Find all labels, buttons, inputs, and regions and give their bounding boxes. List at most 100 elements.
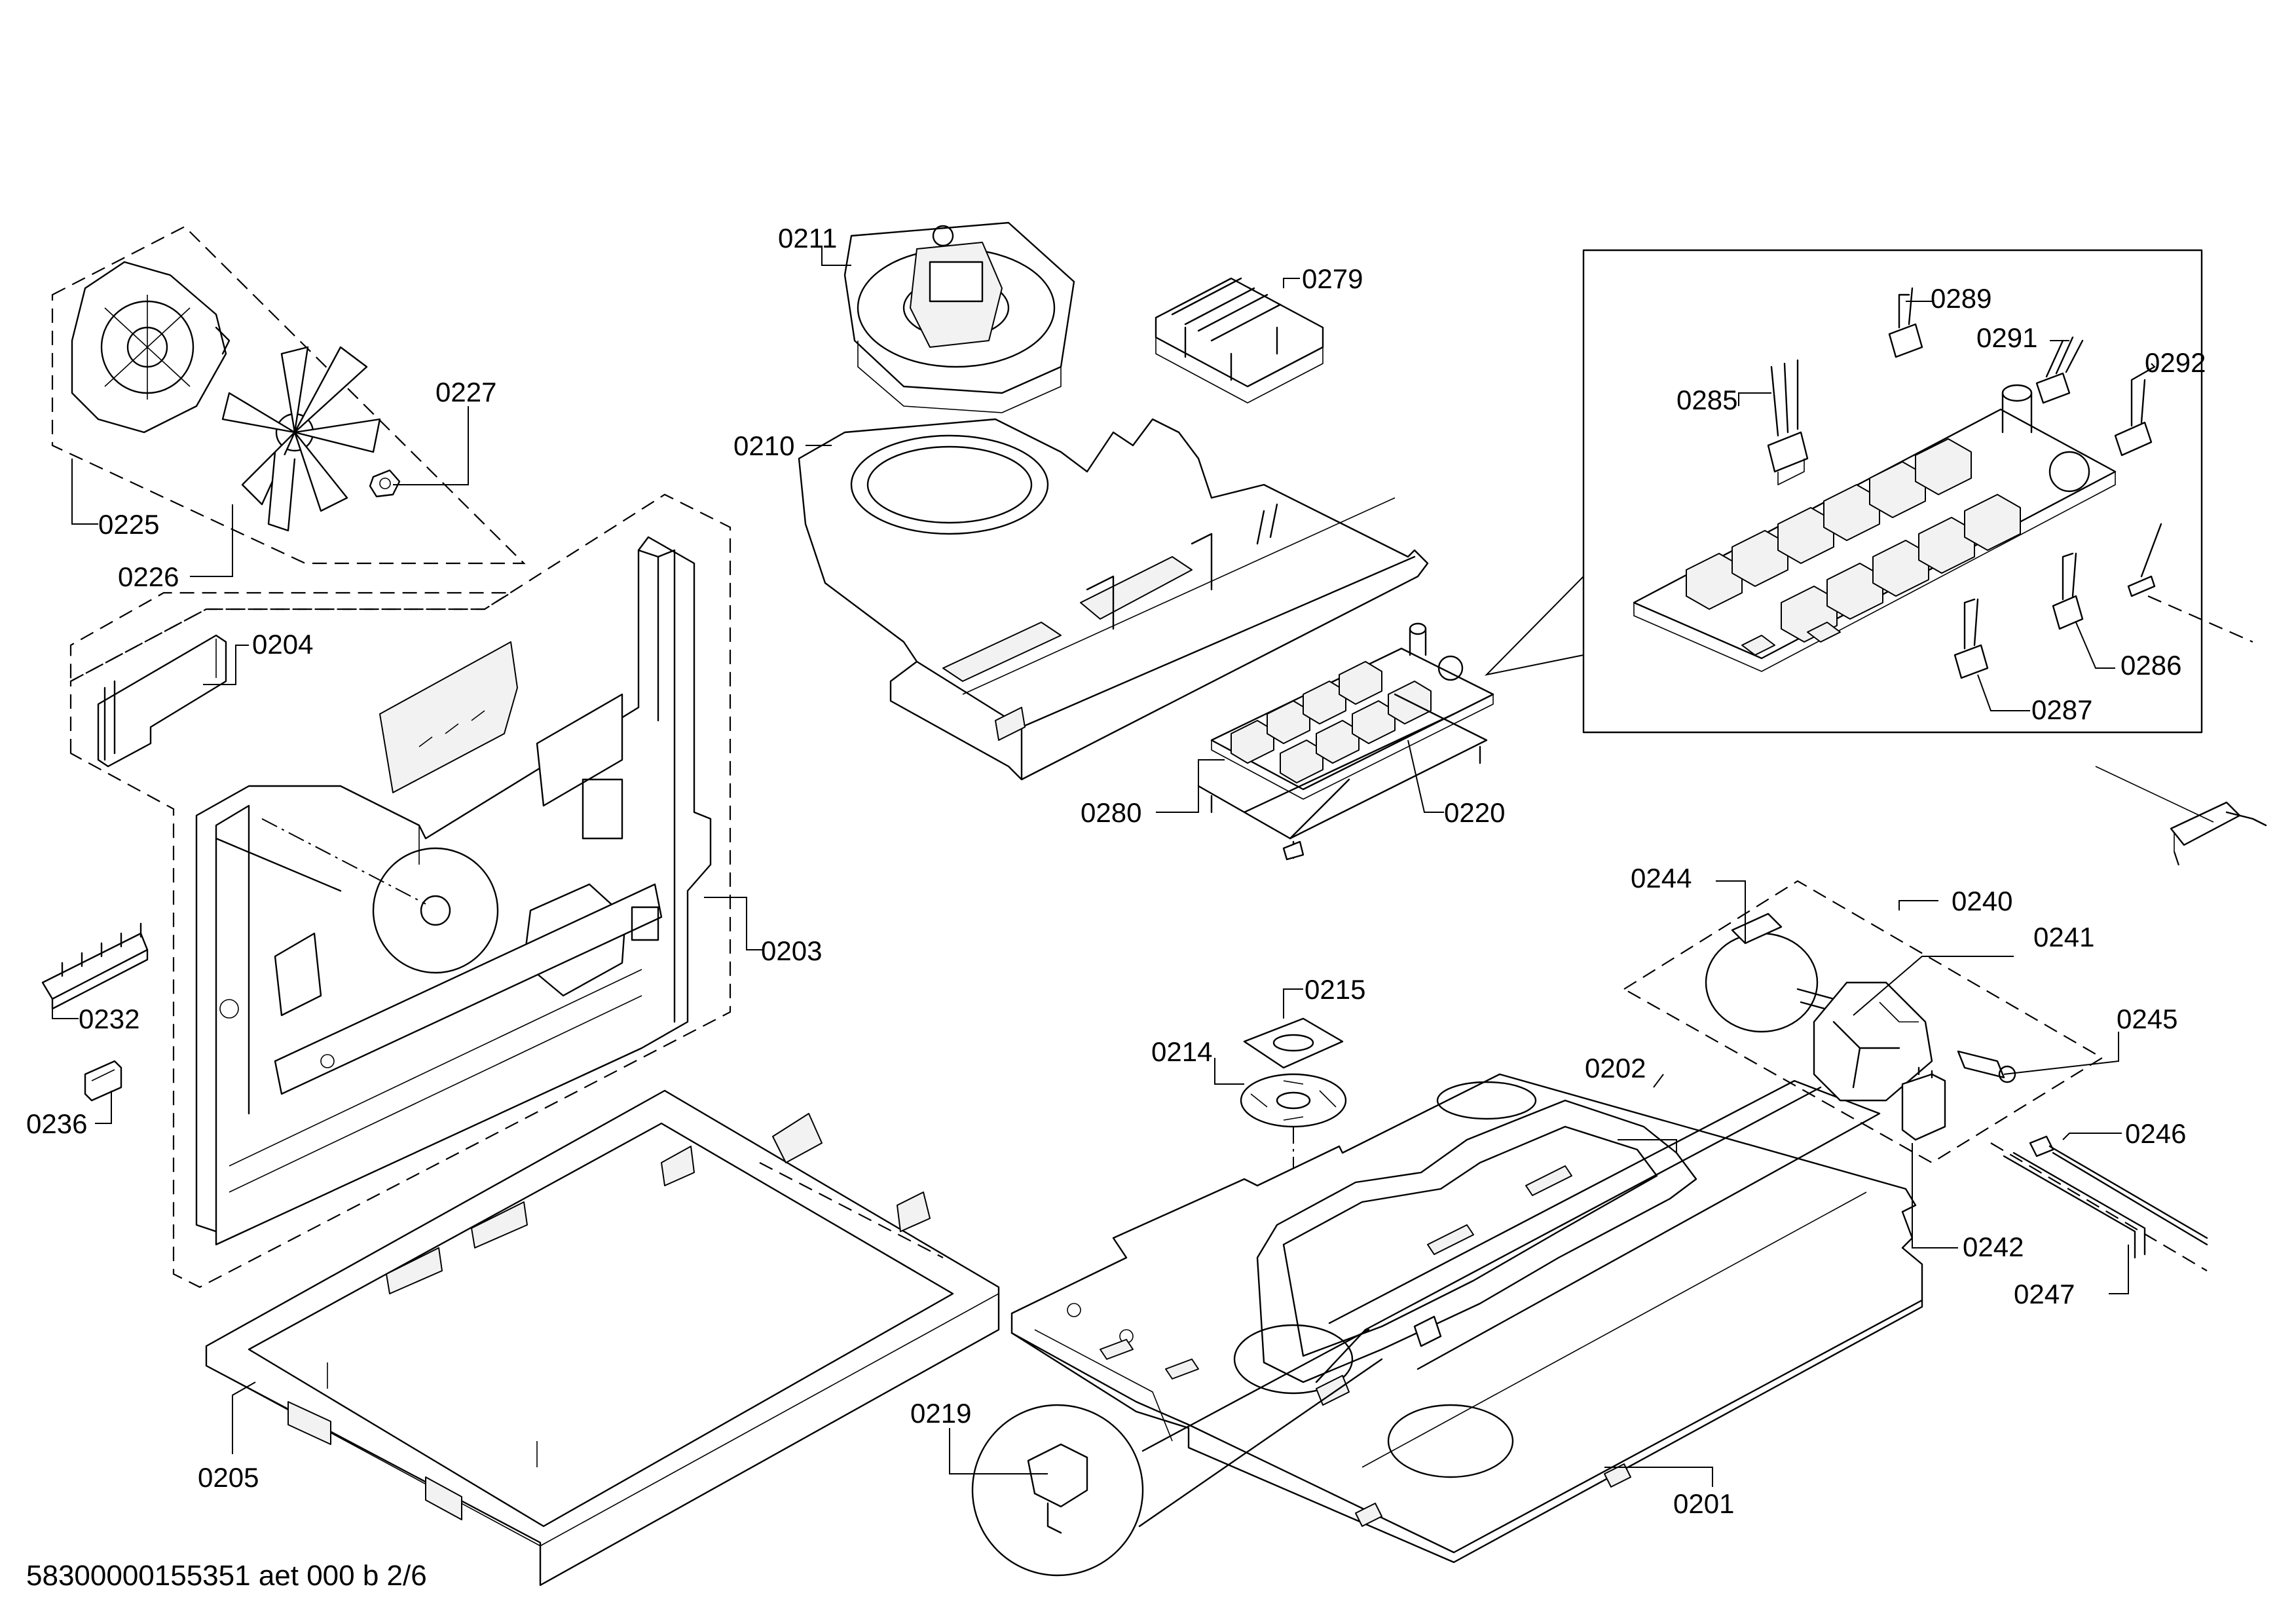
leader-0279 xyxy=(1283,278,1300,288)
part-0227-nut xyxy=(369,469,401,498)
detail-pcb xyxy=(1633,408,2117,660)
label-0202: 0202 xyxy=(1585,1053,1646,1083)
fan-group-outline xyxy=(51,225,526,565)
leader-0247 xyxy=(2109,1245,2129,1294)
label-0220: 0220 xyxy=(1444,797,1505,828)
label-0236: 0236 xyxy=(26,1108,87,1139)
leader-0205 xyxy=(232,1381,256,1454)
part-0292-connector xyxy=(2114,366,2156,457)
board-detail-box: 0285 0289 0291 0292 0286 0287 xyxy=(1484,249,2206,734)
part-0291-connector xyxy=(2035,336,2084,404)
part-0219-detail xyxy=(971,1315,1442,1577)
part-0244-timer xyxy=(1705,912,1838,1033)
leader-0227 xyxy=(393,406,469,485)
leader-0202 xyxy=(1618,1139,1677,1153)
relays-small xyxy=(1231,661,1432,783)
label-0214: 0214 xyxy=(1151,1036,1212,1067)
part-0280-control-board xyxy=(1210,622,1494,800)
label-0242: 0242 xyxy=(1963,1231,2024,1262)
part-0289-connector xyxy=(1888,287,1923,358)
detail-relays xyxy=(1686,438,2021,643)
part-0232-terminal-block xyxy=(41,922,149,1010)
leader-0240 xyxy=(1898,900,1938,910)
part-0211-blower-motor xyxy=(843,221,1075,413)
part-0214-fan-wheel xyxy=(1240,1073,1347,1128)
leader-0211 xyxy=(821,246,851,266)
label-0244: 0244 xyxy=(1631,863,1692,893)
part-0279-cover xyxy=(1155,277,1324,404)
leader-0241 xyxy=(1853,956,2014,1016)
part-0205-frame xyxy=(205,1089,1000,1586)
leader-0292 xyxy=(2151,363,2155,367)
leader-0226 xyxy=(190,504,233,577)
label-0280: 0280 xyxy=(1081,797,1141,828)
part-0226-fan-blade xyxy=(221,346,381,532)
label-0226: 0226 xyxy=(118,561,179,592)
leader-0285 xyxy=(1738,392,1771,406)
part-0236-clip xyxy=(84,1060,122,1102)
label-0215: 0215 xyxy=(1305,974,1365,1005)
leader-0232 xyxy=(52,1002,79,1019)
label-0241: 0241 xyxy=(2033,922,2094,952)
label-0285: 0285 xyxy=(1676,385,1737,415)
leader-0244 xyxy=(1716,880,1746,943)
thermostat-group-outline xyxy=(1622,880,2104,1164)
leader-0286 xyxy=(2075,622,2115,669)
label-0286: 0286 xyxy=(2120,650,2181,681)
label-0225: 0225 xyxy=(98,509,159,540)
part-0202-heater-element xyxy=(1256,1081,1697,1383)
fan-motor-group: 0225 0226 0227 xyxy=(51,225,526,592)
label-0246: 0246 xyxy=(2125,1118,2186,1149)
rear-panel-outline xyxy=(69,493,731,1288)
label-0227: 0227 xyxy=(435,377,496,407)
leader-0287 xyxy=(1977,674,2030,711)
part-0225-fan-motor xyxy=(71,261,231,434)
leader-0204 xyxy=(203,645,249,685)
leader-0236 xyxy=(95,1091,112,1124)
part-0285-connector xyxy=(1767,359,1809,485)
part-0246-probe xyxy=(2029,1135,2208,1246)
label-0291: 0291 xyxy=(1976,322,2037,353)
leader-0202b xyxy=(1653,1074,1664,1088)
part-0203-rear-panel xyxy=(195,536,712,1246)
part-0220-board-bracket xyxy=(1197,693,1488,861)
leader-0280 xyxy=(1156,759,1225,813)
part-0215-disc xyxy=(1243,1017,1344,1069)
detail-connector xyxy=(1484,576,1584,676)
part-0241-switch xyxy=(1813,981,1933,1102)
part-0242-relay xyxy=(1901,1066,1946,1141)
leader-0220 xyxy=(1407,740,1444,813)
part-0287-connector xyxy=(1953,598,1989,679)
label-0279: 0279 xyxy=(1302,263,1363,294)
part-0245-sensor-tip xyxy=(1957,1050,2016,1083)
label-0232: 0232 xyxy=(79,1004,139,1034)
rear-panel-top-dash xyxy=(69,591,513,683)
part-0210-duct-housing xyxy=(798,418,1429,781)
label-0287: 0287 xyxy=(2031,694,2092,725)
leader-0245 xyxy=(2003,1032,2119,1075)
label-0211: 0211 xyxy=(778,223,837,253)
label-0203: 0203 xyxy=(761,935,822,966)
leader-0225 xyxy=(71,459,98,525)
part-0204-bracket xyxy=(97,634,227,768)
label-0219: 0219 xyxy=(910,1398,971,1429)
leader-0201 xyxy=(1604,1467,1713,1487)
leader-0219 xyxy=(949,1428,1048,1474)
part-0247-rod xyxy=(1990,1142,2208,1271)
rear-panel-group: 0203 0204 xyxy=(69,493,822,1288)
document-id-footer: 58300000155351 aet 000 b 2/6 xyxy=(26,1560,427,1592)
part-0201-bottom-tray xyxy=(1010,1073,1923,1564)
leader-0214 xyxy=(1214,1058,1244,1085)
label-0247: 0247 xyxy=(2014,1279,2075,1309)
label-0240: 0240 xyxy=(1952,886,2012,916)
leader-0242 xyxy=(1912,1143,1958,1248)
label-0292: 0292 xyxy=(2145,347,2206,378)
label-0205: 0205 xyxy=(198,1462,259,1493)
leader-0246 xyxy=(2062,1133,2122,1140)
leader-0215 xyxy=(1283,988,1303,1019)
label-0210: 0210 xyxy=(733,430,794,461)
label-0245: 0245 xyxy=(2117,1004,2177,1034)
label-0201: 0201 xyxy=(1673,1488,1734,1519)
